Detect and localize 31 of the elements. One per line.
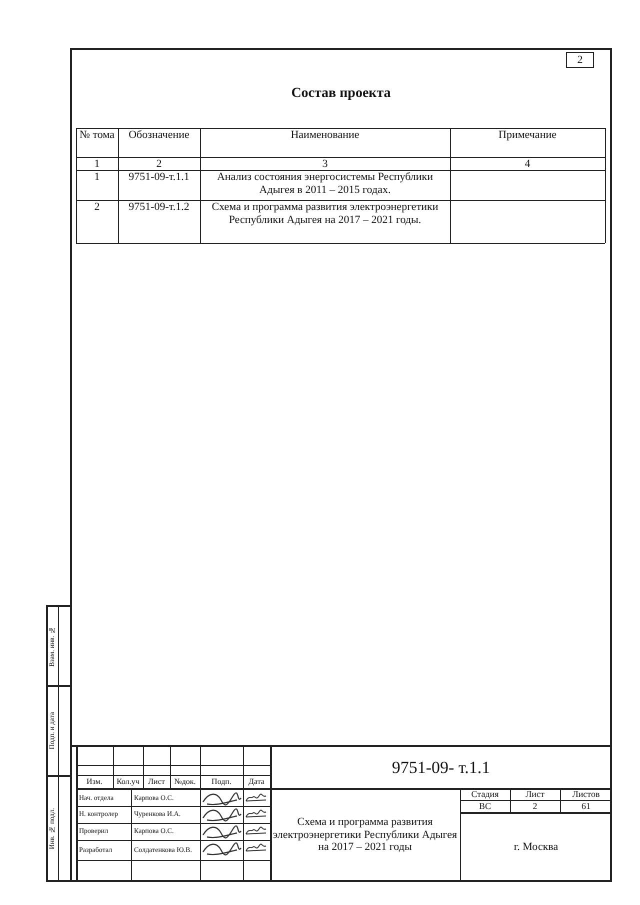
column-header: Изм. [86,777,102,787]
table-cell: 2 [532,801,538,812]
city-name: г. Москва [514,840,558,854]
table-cell: 4 [524,158,530,170]
column-header: Дата [248,777,264,787]
table-cell: 1 [94,158,100,170]
column-header: № тома [80,129,114,142]
table-cell: 3 [322,158,328,170]
column-header: Лист [526,789,544,800]
table-cell: 2 [94,201,100,214]
column-header: Кол.уч [116,777,140,787]
table-cell: 2 [156,158,162,170]
document-code: 9751-09- т.1.1 [392,758,490,778]
table-cell: ВС [478,801,491,812]
column-header: Стадия [471,789,499,800]
table-cell-text: Анализ состояния энергосистемы Республики Адыгея в 2011 – 2015 годах. [216,171,434,196]
column-header: №док. [174,777,196,787]
column-header: Лист [148,777,165,787]
column-header: Подп. [212,777,232,787]
column-header: Примечание [498,129,556,142]
column-header: Наименование [290,129,360,142]
table-cell-text: Схема и программа развития электроэнергетики Республики Адыгея на 2017 – 2021 годы. [210,201,440,226]
column-header: Обозначение [128,129,190,142]
table-cell: 9751-09-т.1.1 [128,171,190,184]
table-cell: 9751-09-т.1.2 [128,201,190,214]
table-cell: 1 [94,171,100,184]
document-title: Схема и программа развития электроэнергетики Республики Адыгея на 2017 – 2021 годы [272,816,458,854]
table-cell: 61 [582,801,590,812]
page-number: 2 [577,54,583,66]
page-title: Состав проекта [291,86,391,102]
column-header: Листов [572,789,600,800]
